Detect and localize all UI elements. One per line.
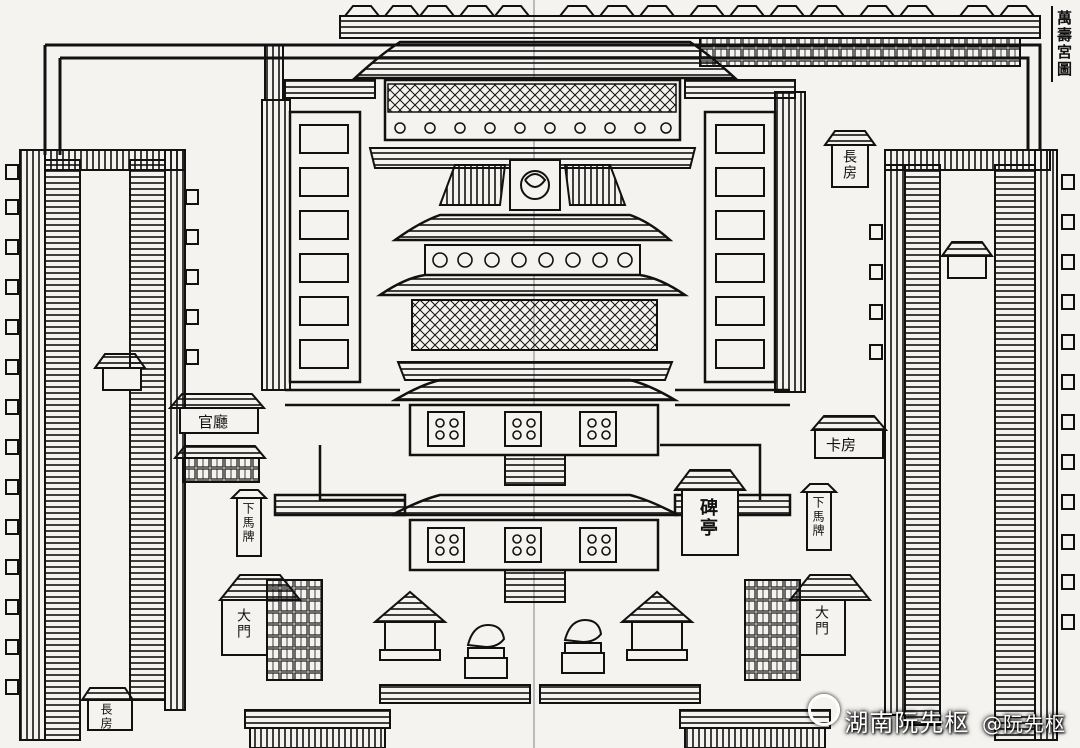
front-right-pavilion: [619, 590, 695, 661]
corner-house-label: 長房: [99, 703, 113, 731]
left-corner-house: [80, 687, 135, 731]
guard-room-label: 卡房: [826, 436, 857, 454]
front-left-pavilion: [372, 590, 448, 661]
official-hall: [167, 393, 268, 483]
front-wall: [244, 684, 831, 748]
right-dismount-stele: [799, 483, 839, 551]
left-inner-hall: [261, 44, 376, 391]
weibo-logo-icon: [808, 694, 840, 726]
long-house: [823, 130, 877, 188]
watermark-handle: @阮先枢: [982, 712, 1066, 736]
watermark-text: 湖南阮先枢: [844, 709, 970, 737]
watermark: 湖南阮先枢 @阮先枢: [844, 703, 1066, 738]
main-rear-hall: [351, 40, 739, 169]
right-outer-corridor: [884, 149, 1058, 741]
right-inner-hall: [684, 79, 806, 393]
right-gate-label: 大門: [813, 605, 829, 637]
left-gate-building: [217, 574, 323, 681]
long-house-label: 長房: [841, 149, 857, 181]
right-gate-building: [744, 574, 873, 681]
left-outer-corridor: [19, 149, 186, 741]
guard-room: [809, 415, 889, 459]
right-side-bays: [869, 174, 1075, 630]
stele-pavilion: [673, 469, 747, 556]
left-dismount-stele: [229, 489, 269, 557]
rear-stairs: [438, 159, 627, 211]
right-stone-lion: [561, 618, 605, 674]
top-wall-pavilions: [342, 5, 1037, 17]
left-small-gatehouse: [93, 353, 147, 391]
left-dismount-label: 下馬牌: [241, 502, 255, 544]
left-side-bays: [5, 164, 199, 695]
central-pavilion: [375, 213, 690, 603]
right-dismount-label: 下馬牌: [811, 496, 825, 538]
stele-pavilion-label: 碑亭: [697, 498, 718, 538]
left-stone-lion: [464, 623, 508, 679]
official-hall-label: 官廳: [198, 413, 229, 431]
right-small-gatehouse: [940, 241, 994, 279]
left-gate-label: 大門: [235, 608, 251, 640]
map-title: 萬壽宮圖: [1051, 6, 1074, 82]
